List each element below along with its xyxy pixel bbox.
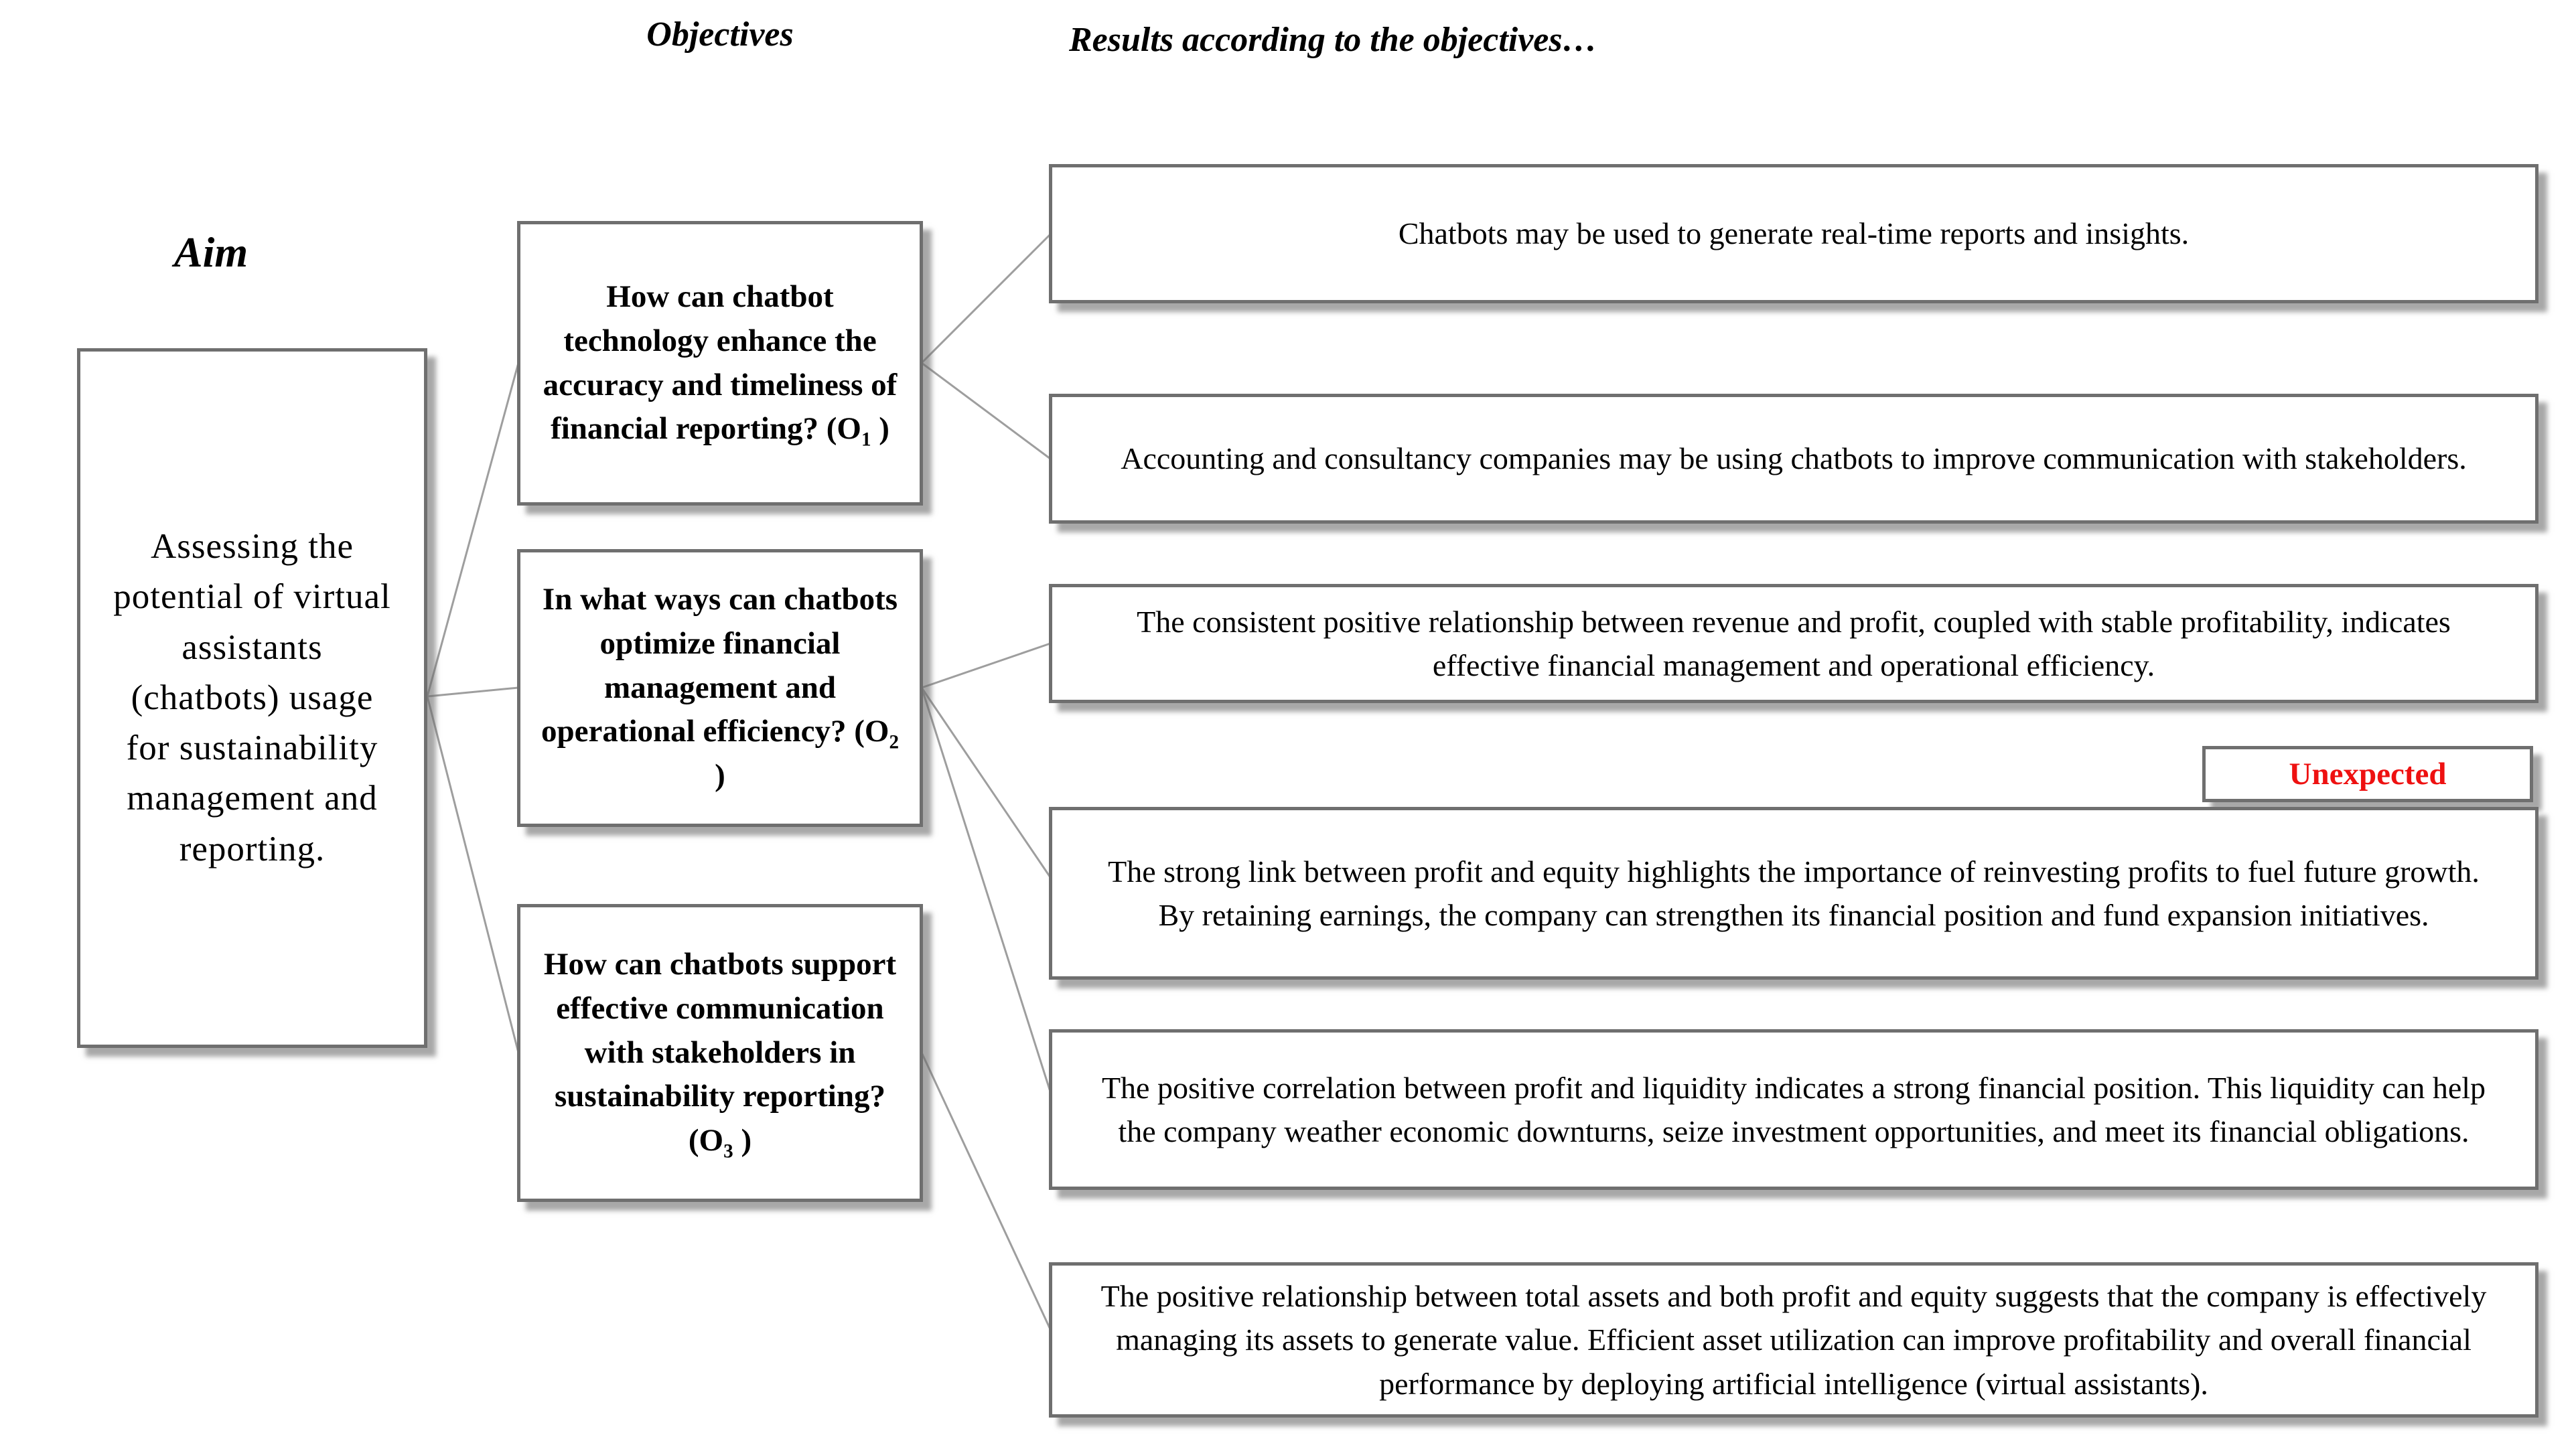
objective-3-subscript: 3: [723, 1140, 733, 1162]
connector-objective2-result5: [920, 687, 1052, 1092]
connector-objective2-result4: [920, 687, 1052, 878]
connector-aim-objective1: [426, 362, 520, 697]
objective-2-suffix: ): [715, 758, 725, 793]
objective-3-suffix: ): [733, 1123, 752, 1158]
result-text-1: Chatbots may be used to generate real-ti…: [1398, 216, 2190, 251]
result-text-5: The positive correlation between profit …: [1101, 1070, 2486, 1148]
connector-objective1-result2: [921, 362, 1051, 460]
aim-text: Assessing the potential of virtual assis…: [113, 527, 391, 868]
objective-text-3: How can chatbots support effective commu…: [520, 936, 920, 1170]
result-box-3: The consistent positive relationship bet…: [1049, 584, 2538, 703]
aim-header: Aim: [173, 228, 248, 276]
result-text-2: Accounting and consultancy companies may…: [1121, 441, 2467, 476]
aim-box: Assessing the potential of virtual assis…: [77, 348, 427, 1048]
unexpected-label: Unexpected: [2289, 757, 2447, 791]
result-box-5: The positive correlation between profit …: [1049, 1029, 2538, 1190]
connector-objective2-result3: [921, 642, 1051, 689]
objective-box-1: How can chatbot technology enhance the a…: [517, 221, 923, 506]
objective-2-subscript: 2: [889, 731, 900, 753]
objective-text-2: In what ways can chatbots optimize finan…: [520, 571, 920, 805]
results-header: Results according to the objectives…: [1069, 21, 1597, 59]
objective-1-label: How can chatbot technology enhance the a…: [543, 279, 898, 447]
result-box-6: The positive relationship between total …: [1049, 1262, 2538, 1418]
objective-1-suffix: ): [871, 411, 889, 447]
result-box-4: The strong link between profit and equit…: [1049, 807, 2538, 980]
result-text-6: The positive relationship between total …: [1100, 1279, 2487, 1401]
objective-box-3: How can chatbots support effective commu…: [517, 904, 923, 1202]
connector-objective3-result6: [920, 1052, 1052, 1330]
connector-aim-objective3: [426, 696, 520, 1053]
result-box-1: Chatbots may be used to generate real-ti…: [1049, 164, 2538, 303]
objective-2-label: In what ways can chatbots optimize finan…: [541, 582, 898, 749]
connector-aim-objective2: [427, 686, 519, 698]
result-box-2: Accounting and consultancy companies may…: [1049, 394, 2538, 524]
unexpected-box: Unexpected: [2202, 746, 2533, 802]
objectives-header: Objectives: [646, 15, 794, 54]
result-text-4: The strong link between profit and equit…: [1108, 854, 2480, 932]
objective-1-subscript: 1: [861, 429, 871, 451]
objective-text-1: How can chatbot technology enhance the a…: [520, 269, 920, 458]
result-text-3: The consistent positive relationship bet…: [1137, 604, 2451, 682]
objective-box-2: In what ways can chatbots optimize finan…: [517, 549, 923, 827]
objective-3-label: How can chatbots support effective commu…: [543, 947, 897, 1158]
connector-objective1-result1: [920, 233, 1052, 364]
